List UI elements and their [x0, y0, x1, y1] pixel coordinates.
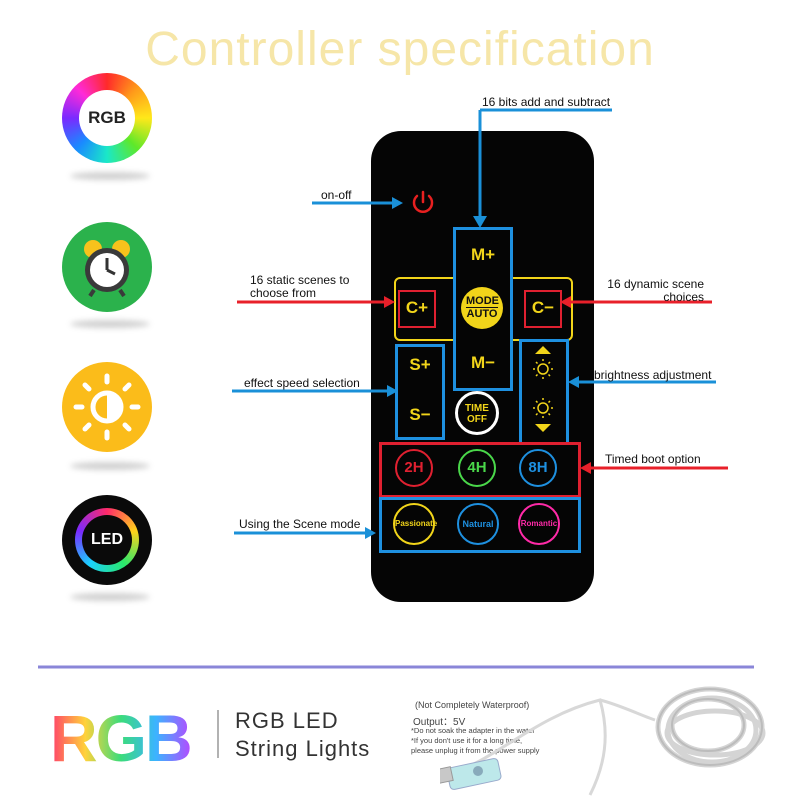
auto-label: AUTO [466, 308, 498, 320]
brightness-up-button[interactable] [529, 344, 557, 384]
care-note-1: *Do not soak the adapter in the water [411, 726, 535, 735]
s-minus-button[interactable]: S− [409, 405, 431, 424]
natural-scene-button[interactable]: Natural [457, 503, 499, 545]
brightness-up-icon [533, 346, 553, 379]
timer-row-frame [379, 442, 581, 498]
mode-auto-button[interactable]: MODE AUTO [461, 287, 503, 329]
rgb-icon-label: RGB [79, 90, 135, 146]
speed-label: effect speed selection [244, 376, 360, 390]
c-plus-label: C+ [405, 298, 429, 317]
timer-4h-button[interactable]: 4H [458, 449, 496, 487]
page-title: Controller specification [145, 23, 655, 76]
alarm-clock-icon [62, 222, 152, 312]
mode-label: MODE [466, 295, 499, 308]
timed-boot-label: Timed boot option [605, 452, 701, 466]
power-button[interactable] [408, 187, 438, 217]
product-name-line2: String Lights [235, 736, 371, 761]
product-name-line1: RGB LED [235, 708, 339, 733]
s-column-frame [395, 344, 445, 440]
led-icon: LED [62, 495, 152, 585]
c-minus-label: C− [531, 298, 555, 317]
brightness-down-button[interactable] [529, 394, 557, 434]
off-label: OFF [467, 414, 487, 425]
m-plus-button[interactable]: M+ [470, 245, 496, 264]
brightness-icon [62, 362, 152, 452]
brightness-down-icon [533, 398, 553, 432]
romantic-scene-button[interactable]: Romantic [518, 503, 560, 545]
power-icon [412, 190, 434, 213]
s-plus-button[interactable]: S+ [409, 355, 431, 374]
scene-row-frame [379, 497, 581, 553]
arrow-heads [365, 197, 591, 539]
passionate-scene-button[interactable]: Passionate [393, 503, 437, 545]
remote-control: C+ C− M+ MODE AUTO M− S+ S− TIME OFF 2H … [371, 131, 594, 602]
timer-8h-button[interactable]: 8H [519, 449, 557, 487]
time-off-button[interactable]: TIME OFF [455, 391, 499, 435]
rgb-icon: RGB [62, 73, 152, 163]
timer-2h-button[interactable]: 2H [395, 449, 433, 487]
string-lights-image [440, 686, 766, 796]
rgb-logo: RGB [50, 701, 193, 775]
m-minus-button[interactable]: M− [470, 353, 496, 372]
care-note-2: *If you don't use it for a long time, [411, 736, 523, 745]
c-minus-button[interactable] [524, 290, 562, 328]
scene-mode-label: Using the Scene mode [239, 517, 361, 531]
dynamic-scenes-label: 16 dynamic scene choices [607, 277, 704, 304]
time-label: TIME [465, 403, 489, 414]
care-note-3: please unplug it from the power supply [411, 746, 540, 755]
led-icon-label: LED [82, 515, 132, 565]
c-plus-button[interactable] [398, 290, 436, 328]
on-off-label: on-off [321, 188, 352, 202]
output-text: Output：5V [413, 717, 466, 728]
static-scenes-label: 16 static scenes to choose from [250, 273, 350, 300]
brightness-label: brightness adjustment [594, 368, 712, 382]
waterproof-note: (Not Completely Waterproof) [415, 700, 530, 710]
bits-label: 16 bits add and subtract [482, 95, 611, 109]
